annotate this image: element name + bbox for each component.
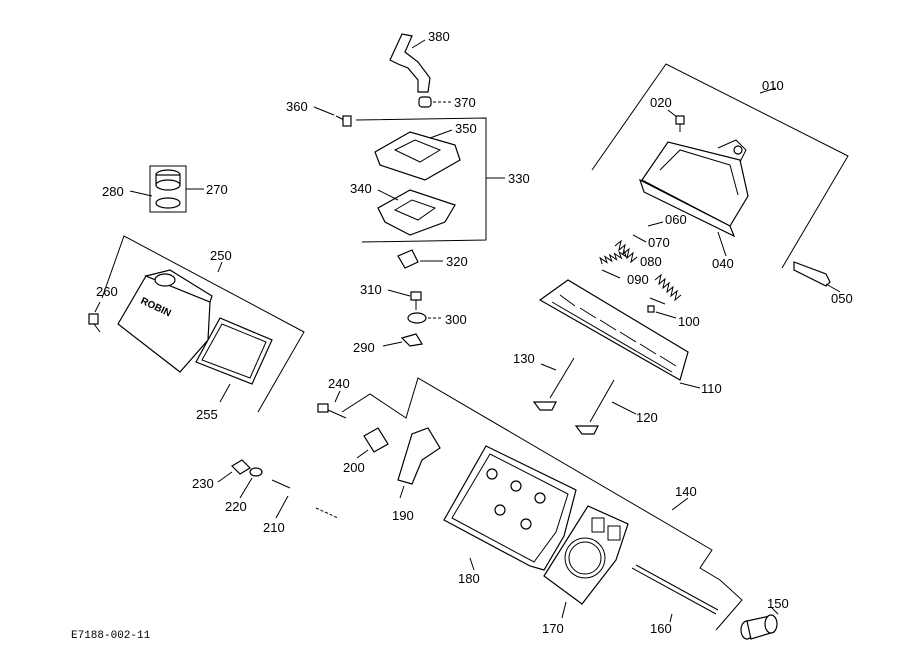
label-270: 270 xyxy=(206,182,228,197)
label-180: 180 xyxy=(458,571,480,586)
part-350-breather-cover xyxy=(374,131,461,181)
group-330-bracket xyxy=(355,117,487,243)
part-220-washer xyxy=(249,467,263,477)
part-260-bolt xyxy=(88,313,101,333)
label-130: 130 xyxy=(513,351,535,366)
part-310-bolt xyxy=(410,291,422,310)
label-370: 370 xyxy=(454,95,476,110)
part-320-reed-valve xyxy=(397,249,419,269)
label-020: 020 xyxy=(650,95,672,110)
label-330: 330 xyxy=(508,171,530,186)
part-150-tappet-sleeve xyxy=(740,614,778,640)
group-250-head-cover xyxy=(101,235,305,413)
label-230: 230 xyxy=(192,476,214,491)
label-010: 010 xyxy=(762,78,784,93)
part-290-stay xyxy=(400,333,423,347)
label-200: 200 xyxy=(343,460,365,475)
label-220: 220 xyxy=(225,499,247,514)
label-210: 210 xyxy=(263,520,285,535)
label-300: 300 xyxy=(445,312,467,327)
part-280-o-ring xyxy=(155,197,181,209)
label-140: 140 xyxy=(675,484,697,499)
label-250: 250 xyxy=(210,248,232,263)
part-230-nut xyxy=(231,459,251,475)
part-270-oil-cap xyxy=(155,169,181,191)
label-110: 110 xyxy=(701,381,722,396)
label-350: 350 xyxy=(455,121,477,136)
label-080: 080 xyxy=(640,254,662,269)
label-380: 380 xyxy=(428,29,450,44)
part-040-rocker-cover xyxy=(638,139,749,238)
label-060: 060 xyxy=(665,212,687,227)
label-240: 240 xyxy=(328,376,350,391)
group-140-cylinder-head xyxy=(341,377,743,631)
part-090-retainer xyxy=(601,269,621,279)
part-210-stud xyxy=(271,479,339,519)
part-300-washer xyxy=(407,312,427,324)
part-200-tappet xyxy=(363,427,389,453)
part-380-breather-tube xyxy=(389,33,431,93)
label-090: 090 xyxy=(627,272,649,287)
part-130-intake-valve xyxy=(532,357,575,411)
part-360-bolt xyxy=(335,115,352,127)
part-370-clamp xyxy=(418,96,432,108)
part-340-breather-plate xyxy=(377,189,456,236)
label-320: 320 xyxy=(446,254,468,269)
part-020-bolt xyxy=(675,115,685,132)
part-170-head-gasket xyxy=(543,505,629,605)
part-110-rocker-base xyxy=(538,279,689,381)
part-050-bracket xyxy=(793,261,831,287)
label-160: 160 xyxy=(650,621,672,636)
label-190: 190 xyxy=(392,508,414,523)
part-120-exhaust-valve xyxy=(574,379,615,435)
part-100-collet xyxy=(647,297,666,313)
label-040: 040 xyxy=(712,256,734,271)
part-190-push-rod-guide xyxy=(397,427,441,485)
part-250-rocker-cover: ROBIN xyxy=(117,269,213,373)
label-100: 100 xyxy=(678,314,700,329)
part-255-gasket xyxy=(195,317,273,385)
label-290: 290 xyxy=(353,340,375,355)
label-310: 310 xyxy=(360,282,382,297)
label-070: 070 xyxy=(648,235,670,250)
part-160-push-rod xyxy=(631,564,719,615)
label-260: 260 xyxy=(96,284,118,299)
group-010-rocker-assembly xyxy=(591,63,849,269)
drawing-code: E7188-002-11 xyxy=(71,630,151,642)
part-180-cylinder-head xyxy=(443,445,577,571)
label-340: 340 xyxy=(350,181,372,196)
part-240-bolt xyxy=(317,403,347,419)
label-280: 280 xyxy=(102,184,124,199)
label-120: 120 xyxy=(636,410,658,425)
label-170: 170 xyxy=(542,621,564,636)
part-060-valve-spring xyxy=(599,239,638,265)
label-050: 050 xyxy=(831,291,853,306)
part-080-valve-spring xyxy=(654,273,682,302)
label-360: 360 xyxy=(286,99,308,114)
label-150: 150 xyxy=(767,596,789,611)
label-255: 255 xyxy=(196,407,218,422)
